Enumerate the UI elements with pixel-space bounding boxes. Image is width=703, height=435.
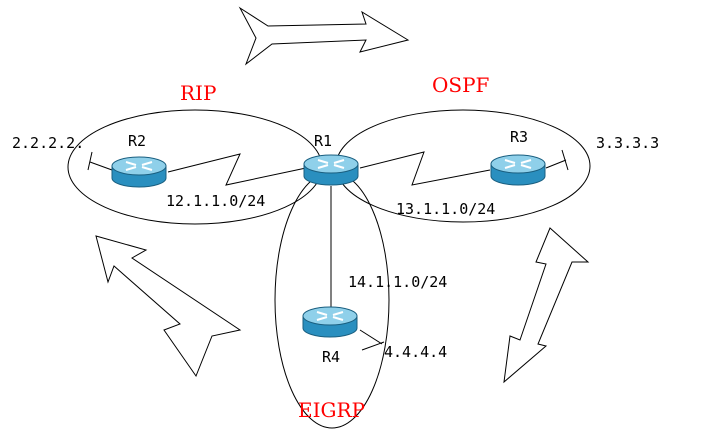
router-label-r2: R2: [128, 132, 146, 150]
redistribution-arrow-icon-top: [238, 6, 410, 66]
serial-link-r1-r2: [167, 153, 307, 186]
loopback-stub-r4: [359, 329, 383, 345]
rip-label: RIP: [180, 81, 216, 105]
router-label-r4: R4: [322, 348, 340, 366]
router-icon-r2: [111, 156, 167, 188]
router-label-r3: R3: [510, 128, 528, 146]
redistribution-arrow-icon-right: [503, 227, 590, 384]
loopback-label-r3: 3.3.3.3: [596, 134, 659, 152]
router-label-r1: R1: [314, 132, 332, 150]
network-label-r1-r3: 13.1.1.0/24: [396, 200, 495, 218]
loopback-stub-end-r2: [87, 151, 93, 171]
network-label-r1-r4: 14.1.1.0/24: [348, 273, 447, 291]
loopback-stub-end-r4: [361, 341, 385, 351]
loopback-label-r2: 2.2.2.2.: [12, 134, 84, 152]
router-icon-r3: [490, 154, 546, 186]
redistribution-arrow-icon-left: [95, 235, 242, 378]
router-icon-r4: [302, 306, 358, 338]
router-icon-r1: [303, 154, 359, 186]
serial-link-r1-r3: [359, 151, 491, 186]
loopback-stub-end-r3: [561, 149, 569, 171]
loopback-stub-r2: [89, 161, 113, 171]
ospf-label: OSPF: [432, 73, 490, 97]
loopback-stub-r3: [545, 159, 567, 169]
network-label-r1-r2: 12.1.1.0/24: [166, 192, 265, 210]
loopback-label-r4: 4.4.4.4: [384, 343, 447, 361]
eigrp-label: EIGRP: [298, 398, 365, 422]
eigrp-domain-ellipse: [274, 171, 390, 429]
